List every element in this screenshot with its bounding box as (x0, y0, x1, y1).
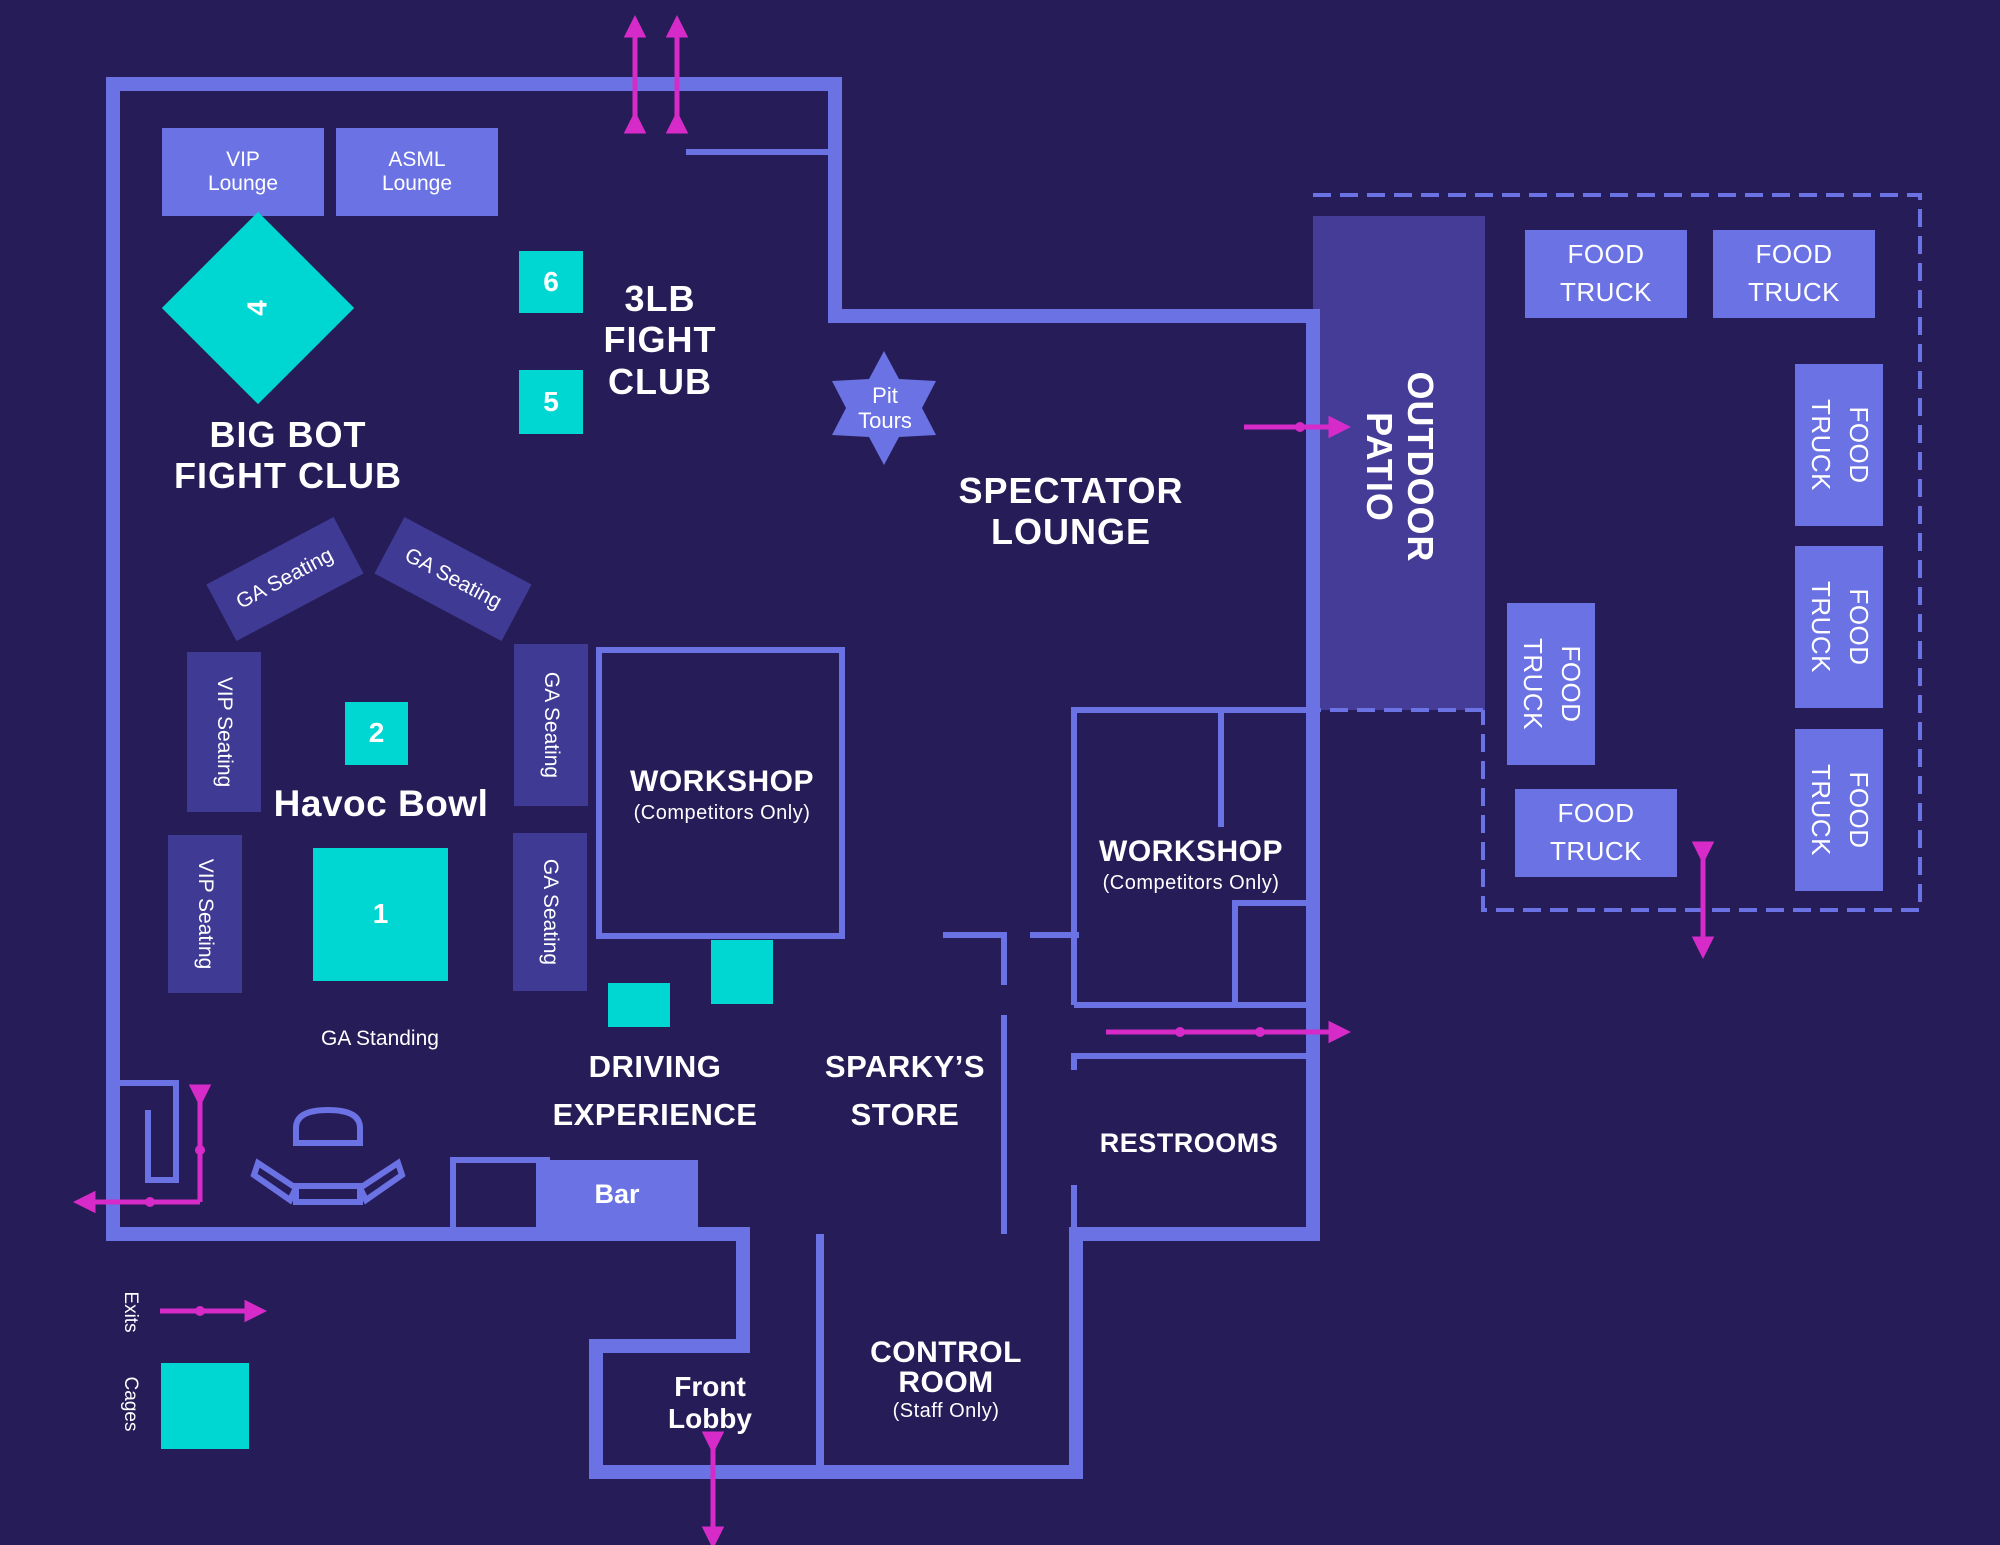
food-truck-3[interactable]: FOOD TRUCK (1795, 364, 1883, 526)
workshop-1-title: WORKSHOP (630, 765, 814, 799)
legend-cage-swatch (161, 1363, 249, 1449)
restrooms-walls (1071, 1053, 1313, 1234)
workshop-2-walls (1071, 707, 1313, 1005)
workshop-1-note: (Competitors Only) (633, 801, 811, 824)
cage-4-label: 4 (241, 300, 273, 316)
bar[interactable]: Bar (536, 1160, 698, 1230)
pit-tours-star (832, 351, 936, 465)
control-room-title: CONTROL ROOM (870, 1335, 1022, 1399)
spectator-lounge-label: SPECTATOR LOUNGE (958, 469, 1184, 552)
asml-lounge[interactable]: ASML Lounge (336, 128, 498, 216)
outdoor-patio-label: OUTDOOR PATIO (1359, 371, 1442, 563)
food-truck-2[interactable]: FOOD TRUCK (1713, 230, 1875, 318)
restrooms-label: RESTROOMS (1099, 1128, 1279, 1159)
cage-2[interactable]: 2 (345, 702, 408, 765)
driving-cage-b (711, 940, 773, 1004)
cage-1[interactable]: 1 (313, 848, 448, 981)
sparkys-store-label: SPARKY’S STORE (824, 1048, 986, 1132)
food-truck-6[interactable]: FOOD TRUCK (1507, 603, 1595, 765)
vip-lounge[interactable]: VIP Lounge (162, 128, 324, 216)
food-truck-4[interactable]: FOOD TRUCK (1795, 546, 1883, 708)
cage-5[interactable]: 5 (519, 370, 583, 434)
food-truck-7[interactable]: FOOD TRUCK (1515, 789, 1677, 877)
driving-cage-a (608, 983, 670, 1027)
control-room[interactable]: CONTROL ROOM (Staff Only) (826, 1320, 1066, 1440)
workshop-1-walls (596, 647, 845, 939)
control-room-note: (Staff Only) (892, 1399, 1000, 1422)
front-lobby-label: Front Lobby (668, 1370, 752, 1434)
stage-table-icon (293, 1106, 363, 1146)
legend-cages-label: Cages (119, 1376, 141, 1432)
vip-seating-top[interactable]: VIP Seating (187, 652, 261, 812)
vip-seating-bottom[interactable]: VIP Seating (168, 835, 242, 993)
stage-furniture (250, 1106, 406, 1205)
cage-6[interactable]: 6 (519, 251, 583, 313)
workshop-2-note: (Competitors Only) (1102, 871, 1280, 894)
food-truck-1[interactable]: FOOD TRUCK (1525, 230, 1687, 318)
ga-seating-side-bottom[interactable]: GA Seating (513, 833, 587, 991)
food-truck-5[interactable]: FOOD TRUCK (1795, 729, 1883, 891)
havoc-bowl-label: Havoc Bowl (273, 782, 489, 824)
workshop-2-title: WORKSHOP (1099, 835, 1283, 869)
food-truck-lot-fence (1313, 193, 1922, 912)
ga-seating-side-top[interactable]: GA Seating (514, 644, 588, 806)
big-bot-fight-club-label: BIG BOT FIGHT CLUB (174, 413, 402, 496)
bar-nook-wall (450, 1157, 550, 1234)
ga-standing-label: GA Standing (321, 1026, 439, 1050)
workshop-1[interactable]: WORKSHOP (Competitors Only) (602, 740, 842, 850)
closet-wall (118, 1080, 179, 1183)
three-lb-fight-club-label: 3LB FIGHT CLUB (603, 277, 717, 402)
pit-tours-label[interactable]: Pit Tours (858, 382, 912, 433)
workshop-2[interactable]: WORKSHOP (Competitors Only) (1076, 810, 1306, 920)
building-outer-wall (106, 77, 1320, 1479)
legend-exits-label: Exits (119, 1291, 141, 1333)
driving-experience-label: DRIVING EXPERIENCE (552, 1048, 758, 1132)
outdoor-patio-area (1313, 216, 1485, 710)
